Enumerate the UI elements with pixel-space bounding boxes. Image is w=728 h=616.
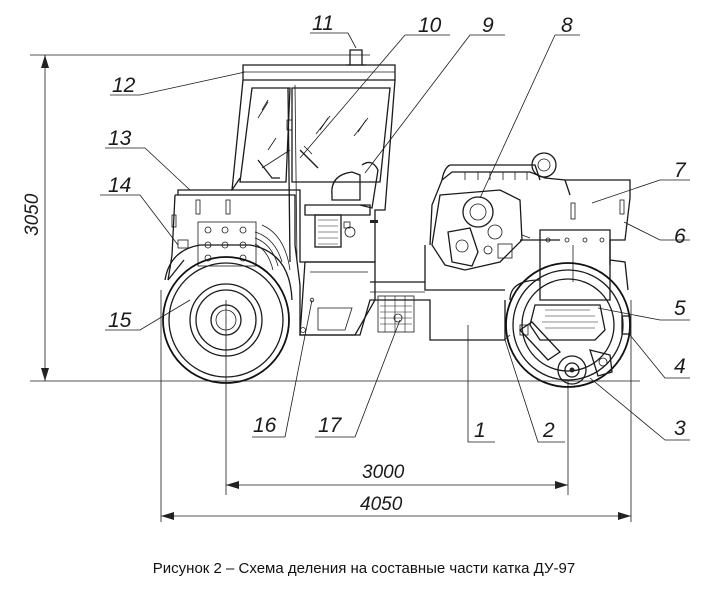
callout-numbers: 1 2 3 4 5 6 7 8 9 10 11 12 13 14 15 16 1… <box>108 12 687 442</box>
callout-16: 16 <box>253 414 277 437</box>
callout-3: 3 <box>674 417 686 440</box>
callout-14: 14 <box>108 174 131 197</box>
dim-height-label: 3050 <box>22 193 43 236</box>
callout-11: 11 <box>312 12 334 35</box>
dimension-lines: 3050 3000 4050 <box>22 54 640 522</box>
callout-1: 1 <box>474 419 486 442</box>
callout-13: 13 <box>108 127 132 150</box>
callout-9: 9 <box>482 14 494 37</box>
callout-8: 8 <box>561 14 573 37</box>
front-module <box>429 152 631 301</box>
callout-17: 17 <box>318 414 343 437</box>
callout-4: 4 <box>674 355 686 378</box>
callout-5: 5 <box>674 297 686 320</box>
callout-12: 12 <box>112 74 136 97</box>
callout-10: 10 <box>418 14 442 37</box>
roller-drawing: 3050 3000 4050 <box>22 12 690 522</box>
rear-wheel <box>162 244 293 384</box>
callout-2: 2 <box>542 419 555 442</box>
dim-wheelbase-label: 3000 <box>362 462 405 483</box>
front-drum <box>503 262 631 388</box>
callout-7: 7 <box>674 159 687 182</box>
callout-15: 15 <box>108 309 132 332</box>
leader-lines <box>100 32 690 443</box>
engine-hood <box>171 177 291 271</box>
cab <box>231 49 396 263</box>
dim-length-label: 4050 <box>360 494 403 515</box>
figure-caption: Рисунок 2 – Схема деления на составные ч… <box>152 560 576 577</box>
chassis <box>167 194 506 341</box>
callout-6: 6 <box>674 225 686 248</box>
